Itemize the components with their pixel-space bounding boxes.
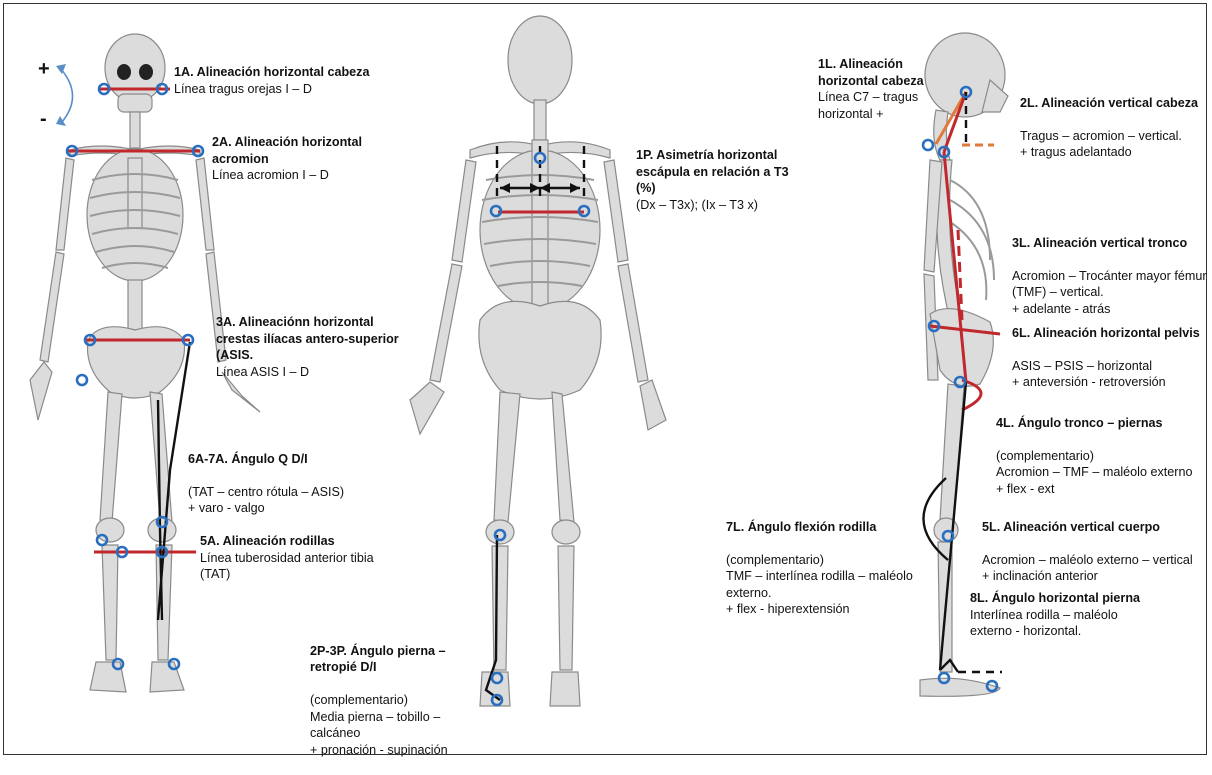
label-1p: 1P. Asimetría horizontal escápula en rel… — [636, 147, 796, 213]
label-2p-3p: 2P-3P. Ángulo pierna – retropié D/I (com… — [310, 626, 482, 775]
label-3a-title: 3A. Alineaciónn horizontal crestas ilíac… — [216, 314, 406, 364]
label-6l: 6L. Alineación horizontal pelvis ASIS – … — [1012, 308, 1207, 407]
label-1l: 1L. Alineación horizontal cabeza Línea C… — [818, 56, 940, 122]
label-8l-title: 8L. Ángulo horizontal pierna — [970, 590, 1150, 607]
label-1a-desc: Línea tragus orejas I – D — [174, 81, 394, 98]
label-7l-title: 7L. Ángulo flexión rodilla — [726, 519, 916, 536]
label-8l-desc: Interlínea rodilla – maléolo externo - h… — [970, 607, 1150, 640]
label-1p-desc: (Dx – T3x); (Ix – T3 x) — [636, 197, 796, 214]
label-6a-7a: 6A-7A. Ángulo Q D/I (TAT – centro rótula… — [188, 434, 418, 533]
label-1p-title: 1P. Asimetría horizontal escápula en rel… — [636, 147, 796, 197]
label-4l-title: 4L. Ángulo tronco – piernas — [996, 415, 1201, 432]
posterior-skeleton — [410, 16, 666, 706]
label-3a: 3A. Alineaciónn horizontal crestas ilíac… — [216, 314, 406, 380]
label-2a-desc: Línea acromion I – D — [212, 167, 372, 184]
label-2p-3p-desc: (complementario) Media pierna – tobillo … — [310, 692, 482, 758]
label-5a-desc: Línea tuberosidad anterior tibia (TAT) — [200, 550, 380, 583]
minus-sign: - — [40, 108, 47, 131]
label-1a-title: 1A. Alineación horizontal cabeza — [174, 64, 394, 81]
label-1a: 1A. Alineación horizontal cabeza Línea t… — [174, 64, 394, 97]
label-4l: 4L. Ángulo tronco – piernas (complementa… — [996, 398, 1201, 514]
label-5l-desc: Acromion – maléolo externo – vertical + … — [982, 552, 1197, 585]
label-4l-desc: (complementario) Acromion – TMF – maléol… — [996, 448, 1201, 498]
label-5l-title: 5L. Alineación vertical cuerpo — [982, 519, 1197, 536]
label-7l-desc: (complementario) TMF – interlínea rodill… — [726, 552, 916, 618]
label-5a-title: 5A. Alineación rodillas — [200, 533, 380, 550]
label-1l-desc: Línea C7 – tragus horizontal + — [818, 89, 940, 122]
label-3a-desc: Línea ASIS I – D — [216, 364, 406, 381]
label-6l-title: 6L. Alineación horizontal pelvis — [1012, 325, 1207, 342]
label-2p-3p-title: 2P-3P. Ángulo pierna – retropié D/I — [310, 643, 482, 676]
label-2a: 2A. Alineación horizontal acromion Línea… — [212, 134, 372, 184]
label-6l-desc: ASIS – PSIS – horizontal + anteversión -… — [1012, 358, 1207, 391]
label-3l-title: 3L. Alineación vertical tronco — [1012, 235, 1207, 252]
label-6a-7a-desc: (TAT – centro rótula – ASIS) + varo - va… — [188, 484, 418, 517]
label-1l-title: 1L. Alineación horizontal cabeza — [818, 56, 940, 89]
label-2a-title: 2A. Alineación horizontal acromion — [212, 134, 372, 167]
label-2l: 2L. Alineación vertical cabeza Tragus – … — [1020, 78, 1200, 177]
label-5l: 5L. Alineación vertical cuerpo Acromion … — [982, 502, 1197, 601]
label-2l-desc: Tragus – acromion – vertical. + tragus a… — [1020, 128, 1200, 161]
label-2l-title: 2L. Alineación vertical cabeza — [1020, 95, 1200, 112]
label-6a-7a-title: 6A-7A. Ángulo Q D/I — [188, 451, 418, 468]
label-5a: 5A. Alineación rodillas Línea tuberosida… — [200, 533, 380, 583]
plus-sign: + — [38, 58, 50, 81]
label-8l: 8L. Ángulo horizontal pierna Interlínea … — [970, 590, 1150, 640]
label-7l: 7L. Ángulo flexión rodilla (complementar… — [726, 502, 916, 634]
